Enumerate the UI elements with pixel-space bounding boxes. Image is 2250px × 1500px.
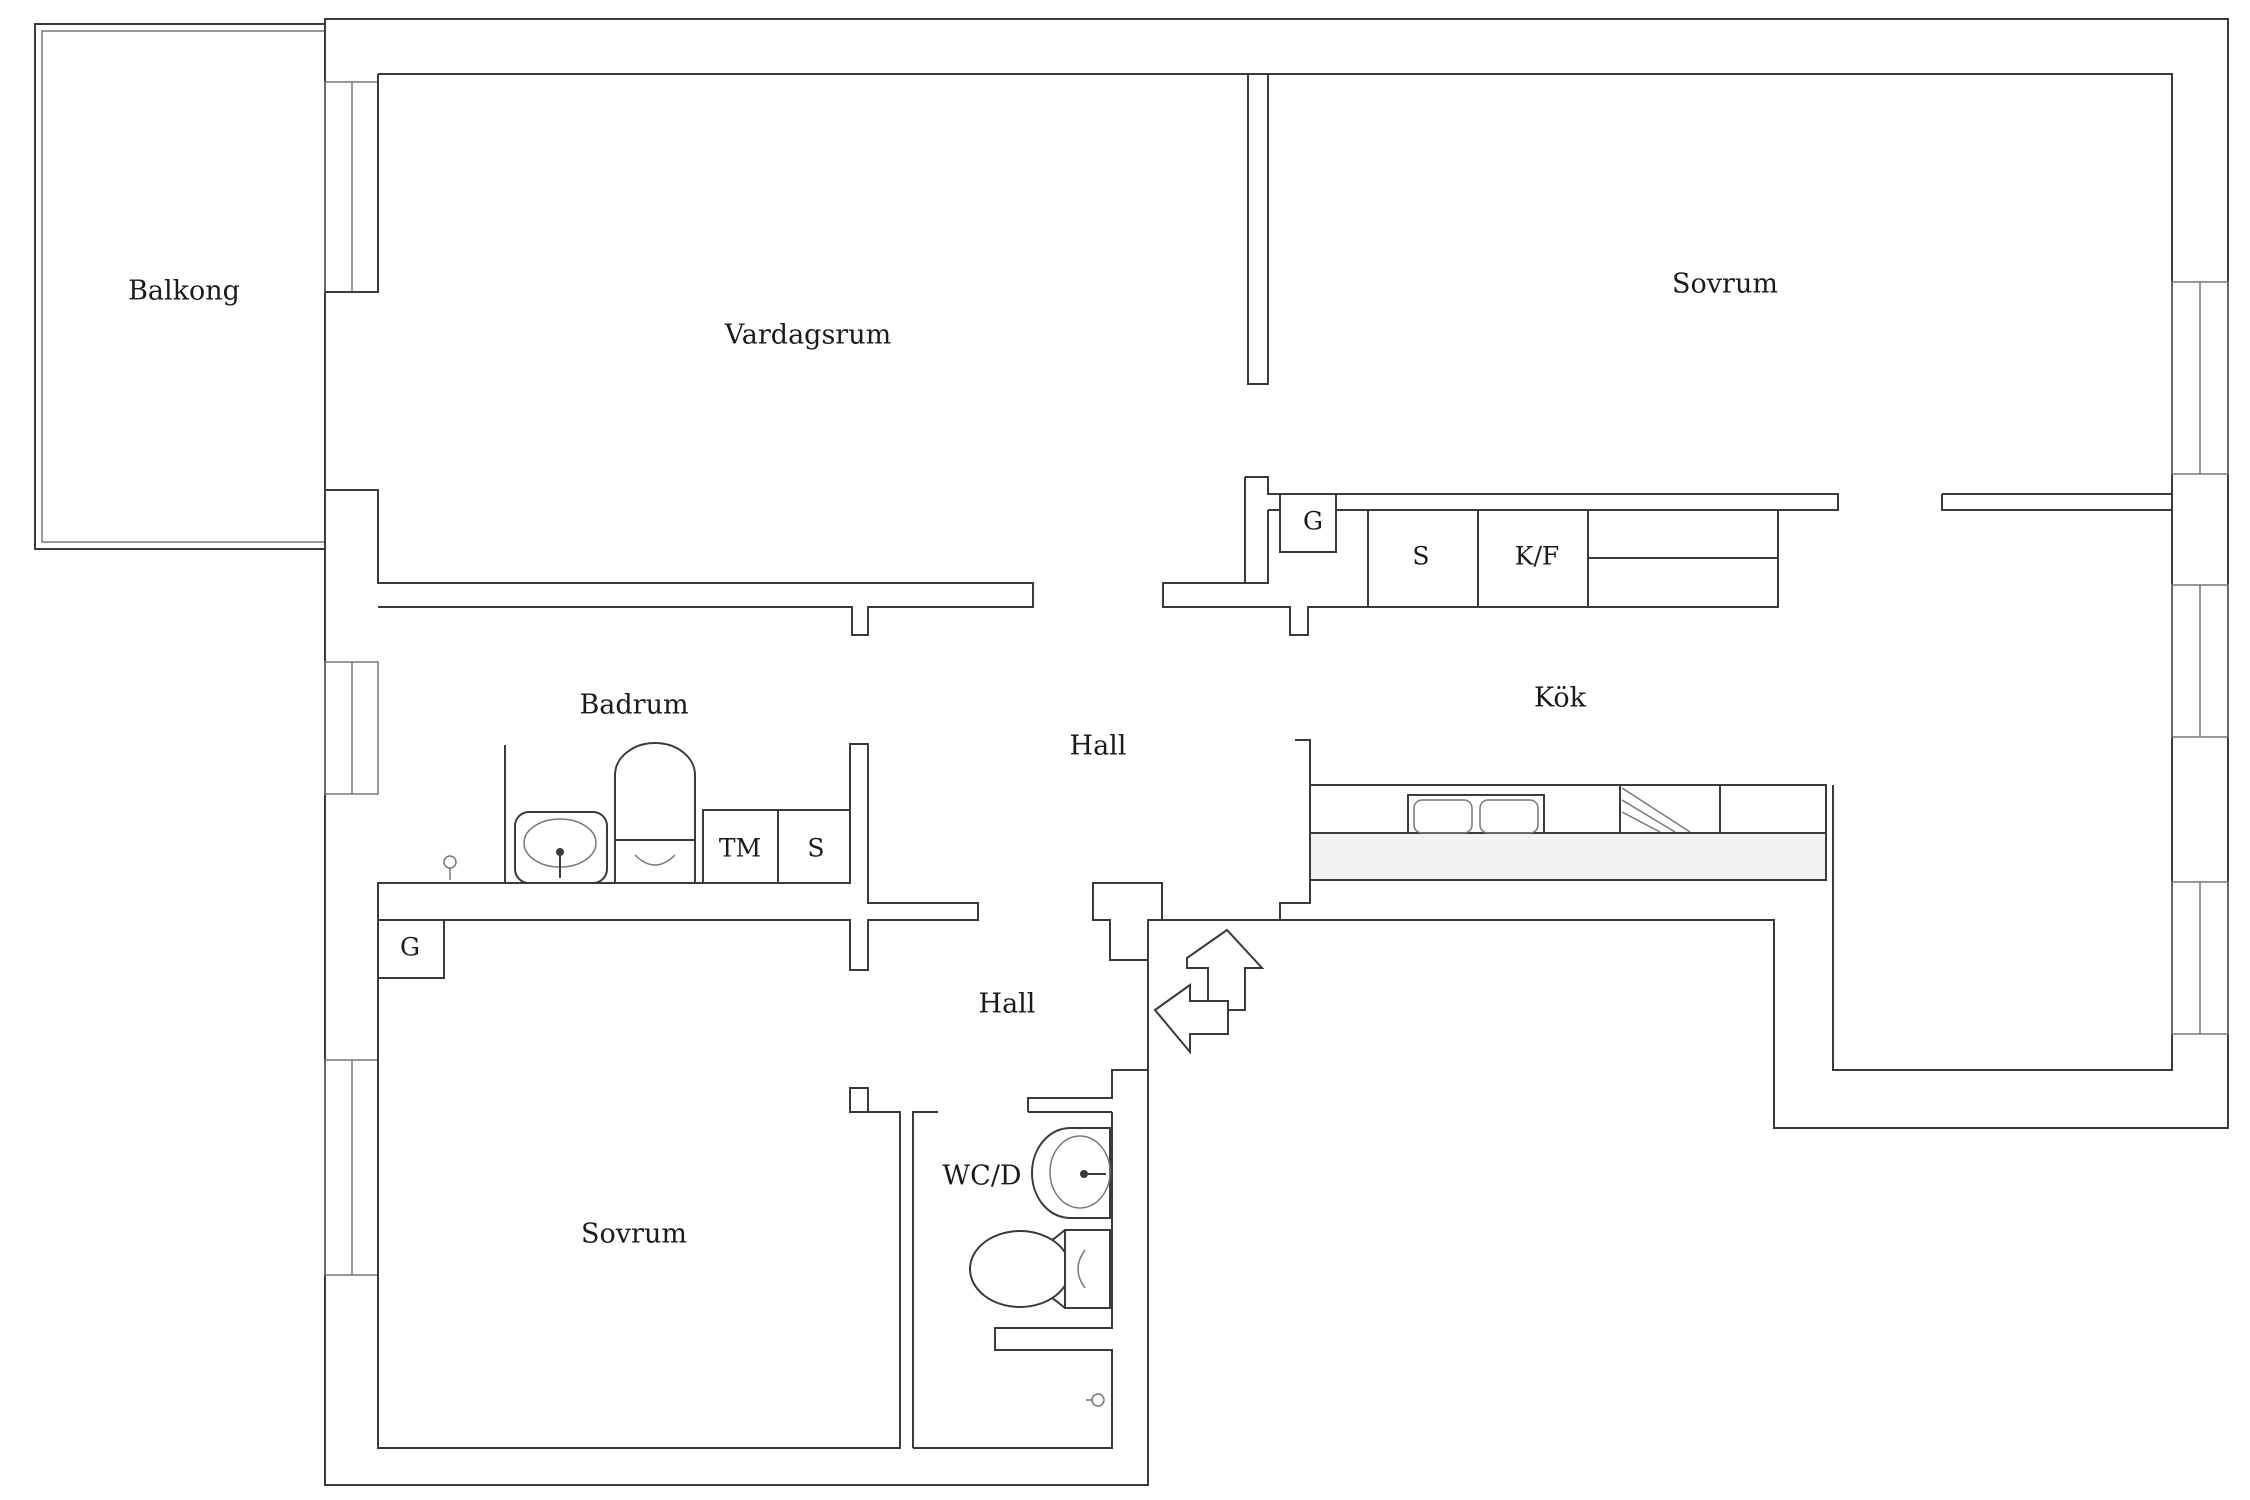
room-label-kok: Kök — [1534, 683, 1587, 714]
windows-left — [324, 81, 379, 1276]
room-label-hall-upper: Hall — [1070, 731, 1127, 762]
room-label-sovrum-bottom: Sovrum — [581, 1219, 687, 1250]
kitchen-counter — [1309, 784, 1827, 881]
toilet-icon — [614, 742, 696, 841]
room-labels: Balkong Vardagsrum Sovrum Badrum Hall Kö… — [128, 269, 1778, 1250]
outer-wall-outline — [324, 18, 2229, 1486]
kitchen-upper-cabinets — [1279, 493, 1779, 608]
room-label-hall-lower: Hall — [979, 989, 1036, 1020]
room-label-sovrum-top: Sovrum — [1672, 269, 1778, 300]
fixture-labels: G S K/F TM S G — [400, 507, 1559, 962]
fixture-label-kf-kitchen: K/F — [1515, 542, 1559, 571]
bathroom-fixtures — [443, 742, 851, 884]
wc-fixtures — [969, 1127, 1111, 1407]
inner-wall-outline — [378, 73, 2173, 1071]
interior-walls — [325, 73, 2172, 1449]
fixture-label-s-kitchen: S — [1412, 542, 1429, 571]
fixture-label-s-bath: S — [807, 834, 824, 863]
bedroom-lower-wardrobe — [377, 919, 445, 979]
sink-icon — [514, 811, 608, 884]
fixture-label-tm-bath: TM — [719, 834, 761, 863]
fixture-label-g-bedroom: G — [400, 933, 420, 962]
stove-icon — [1619, 784, 1721, 834]
entrance-arrows-icon — [1153, 928, 1265, 1055]
floor-drain-icon — [443, 855, 457, 869]
room-label-wc-d: WC/D — [942, 1161, 1021, 1192]
room-label-vardagsrum: Vardagsrum — [724, 320, 891, 351]
wc-sink-icon — [1031, 1127, 1111, 1219]
wc-floor-drain-icon — [1091, 1393, 1105, 1407]
room-label-badrum: Badrum — [579, 690, 688, 721]
windows-right — [2171, 281, 2229, 1035]
fixture-label-g-kitchen: G — [1303, 507, 1323, 536]
room-label-balkong: Balkong — [128, 276, 240, 307]
double-sink-icon — [1407, 794, 1545, 834]
